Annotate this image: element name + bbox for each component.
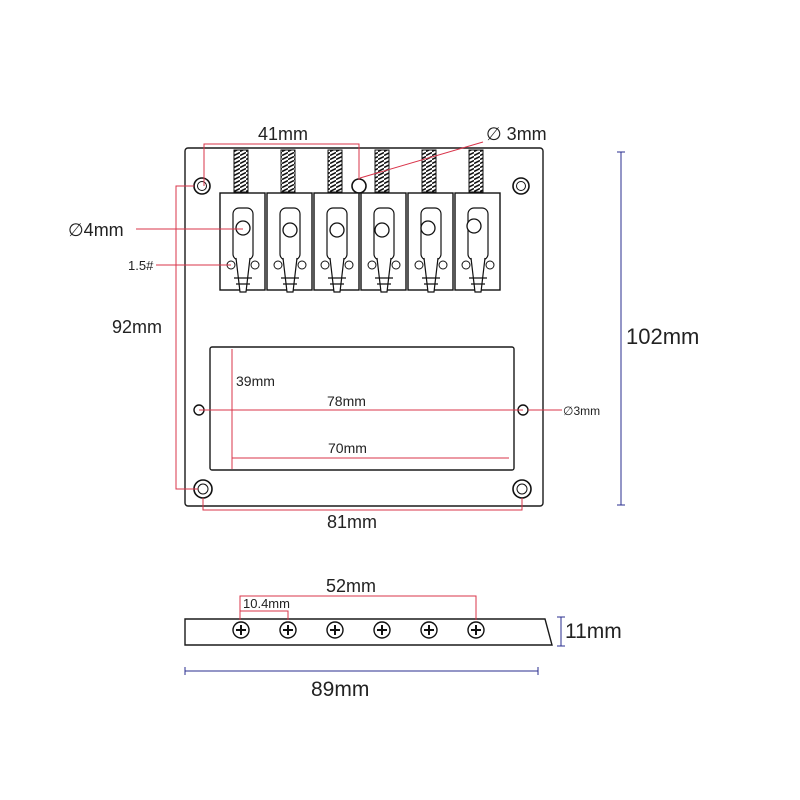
dim-line-41mm (203, 143, 360, 186)
label-89mm: 89mm (311, 678, 369, 701)
label-10-4mm: 10.4mm (243, 596, 290, 611)
dimension-labels-side: 52mm 10.4mm 11mm 89mm (243, 576, 622, 701)
saddle-2 (266, 192, 313, 293)
label-81mm: 81mm (327, 512, 377, 532)
dimension-labels-top: 41mm ∅ 3mm ∅4mm 1.5# 92mm 102mm 39mm 78m… (68, 124, 699, 532)
dim-line-89mm (184, 667, 539, 675)
dim-line-52mm (239, 595, 477, 620)
label-92mm: 92mm (112, 317, 162, 337)
dim-line-10-4mm (240, 610, 289, 620)
label-39mm: 39mm (236, 373, 275, 389)
side-screw-3 (326, 621, 344, 639)
saddle-3 (313, 192, 360, 293)
label-11mm: 11mm (565, 620, 622, 643)
label-3mm-side: ∅3mm (563, 404, 600, 418)
mounting-hole-top-right (512, 177, 530, 195)
dim-line-81mm (202, 498, 523, 511)
label-78mm: 78mm (327, 393, 366, 409)
side-screw-4 (373, 621, 391, 639)
saddle-5 (407, 192, 454, 293)
spring-4 (374, 149, 390, 193)
label-41mm: 41mm (258, 124, 308, 144)
side-screws (232, 621, 485, 639)
mounting-hole-bottom-right (512, 479, 532, 499)
saddle-4 (360, 192, 407, 293)
bridge-side-view (184, 618, 553, 646)
label-1-5: 1.5# (128, 258, 154, 273)
side-screw-2 (279, 621, 297, 639)
side-screw-5 (420, 621, 438, 639)
mounting-hole-top-center (351, 178, 367, 194)
label-102mm: 102mm (626, 324, 699, 349)
side-screw-6 (467, 621, 485, 639)
dimension-lines-side (184, 595, 565, 675)
spring-3 (327, 149, 343, 193)
dimension-lines-top (136, 141, 625, 511)
pickup-cutout (209, 346, 515, 471)
dim-line-11mm (557, 616, 565, 647)
label-52mm: 52mm (326, 576, 376, 596)
label-3mm-top: ∅ 3mm (486, 124, 547, 144)
leader-3mm-top (359, 141, 484, 179)
spring-5 (421, 149, 437, 193)
spring-2 (280, 149, 296, 193)
side-screw-1 (232, 621, 250, 639)
label-4mm: ∅4mm (68, 220, 124, 240)
dim-line-102mm (617, 151, 625, 506)
side-view-outline (184, 618, 553, 646)
dim-line-92mm (175, 185, 198, 490)
label-70mm: 70mm (328, 440, 367, 456)
mounting-hole-top-left (193, 177, 211, 195)
spring-6 (468, 149, 484, 193)
bridge-plate-top-view (184, 147, 544, 507)
saddles (219, 192, 501, 293)
intonation-springs (233, 149, 484, 193)
saddle-6 (454, 192, 501, 293)
saddle-1 (219, 192, 266, 293)
spring-1 (233, 149, 249, 193)
